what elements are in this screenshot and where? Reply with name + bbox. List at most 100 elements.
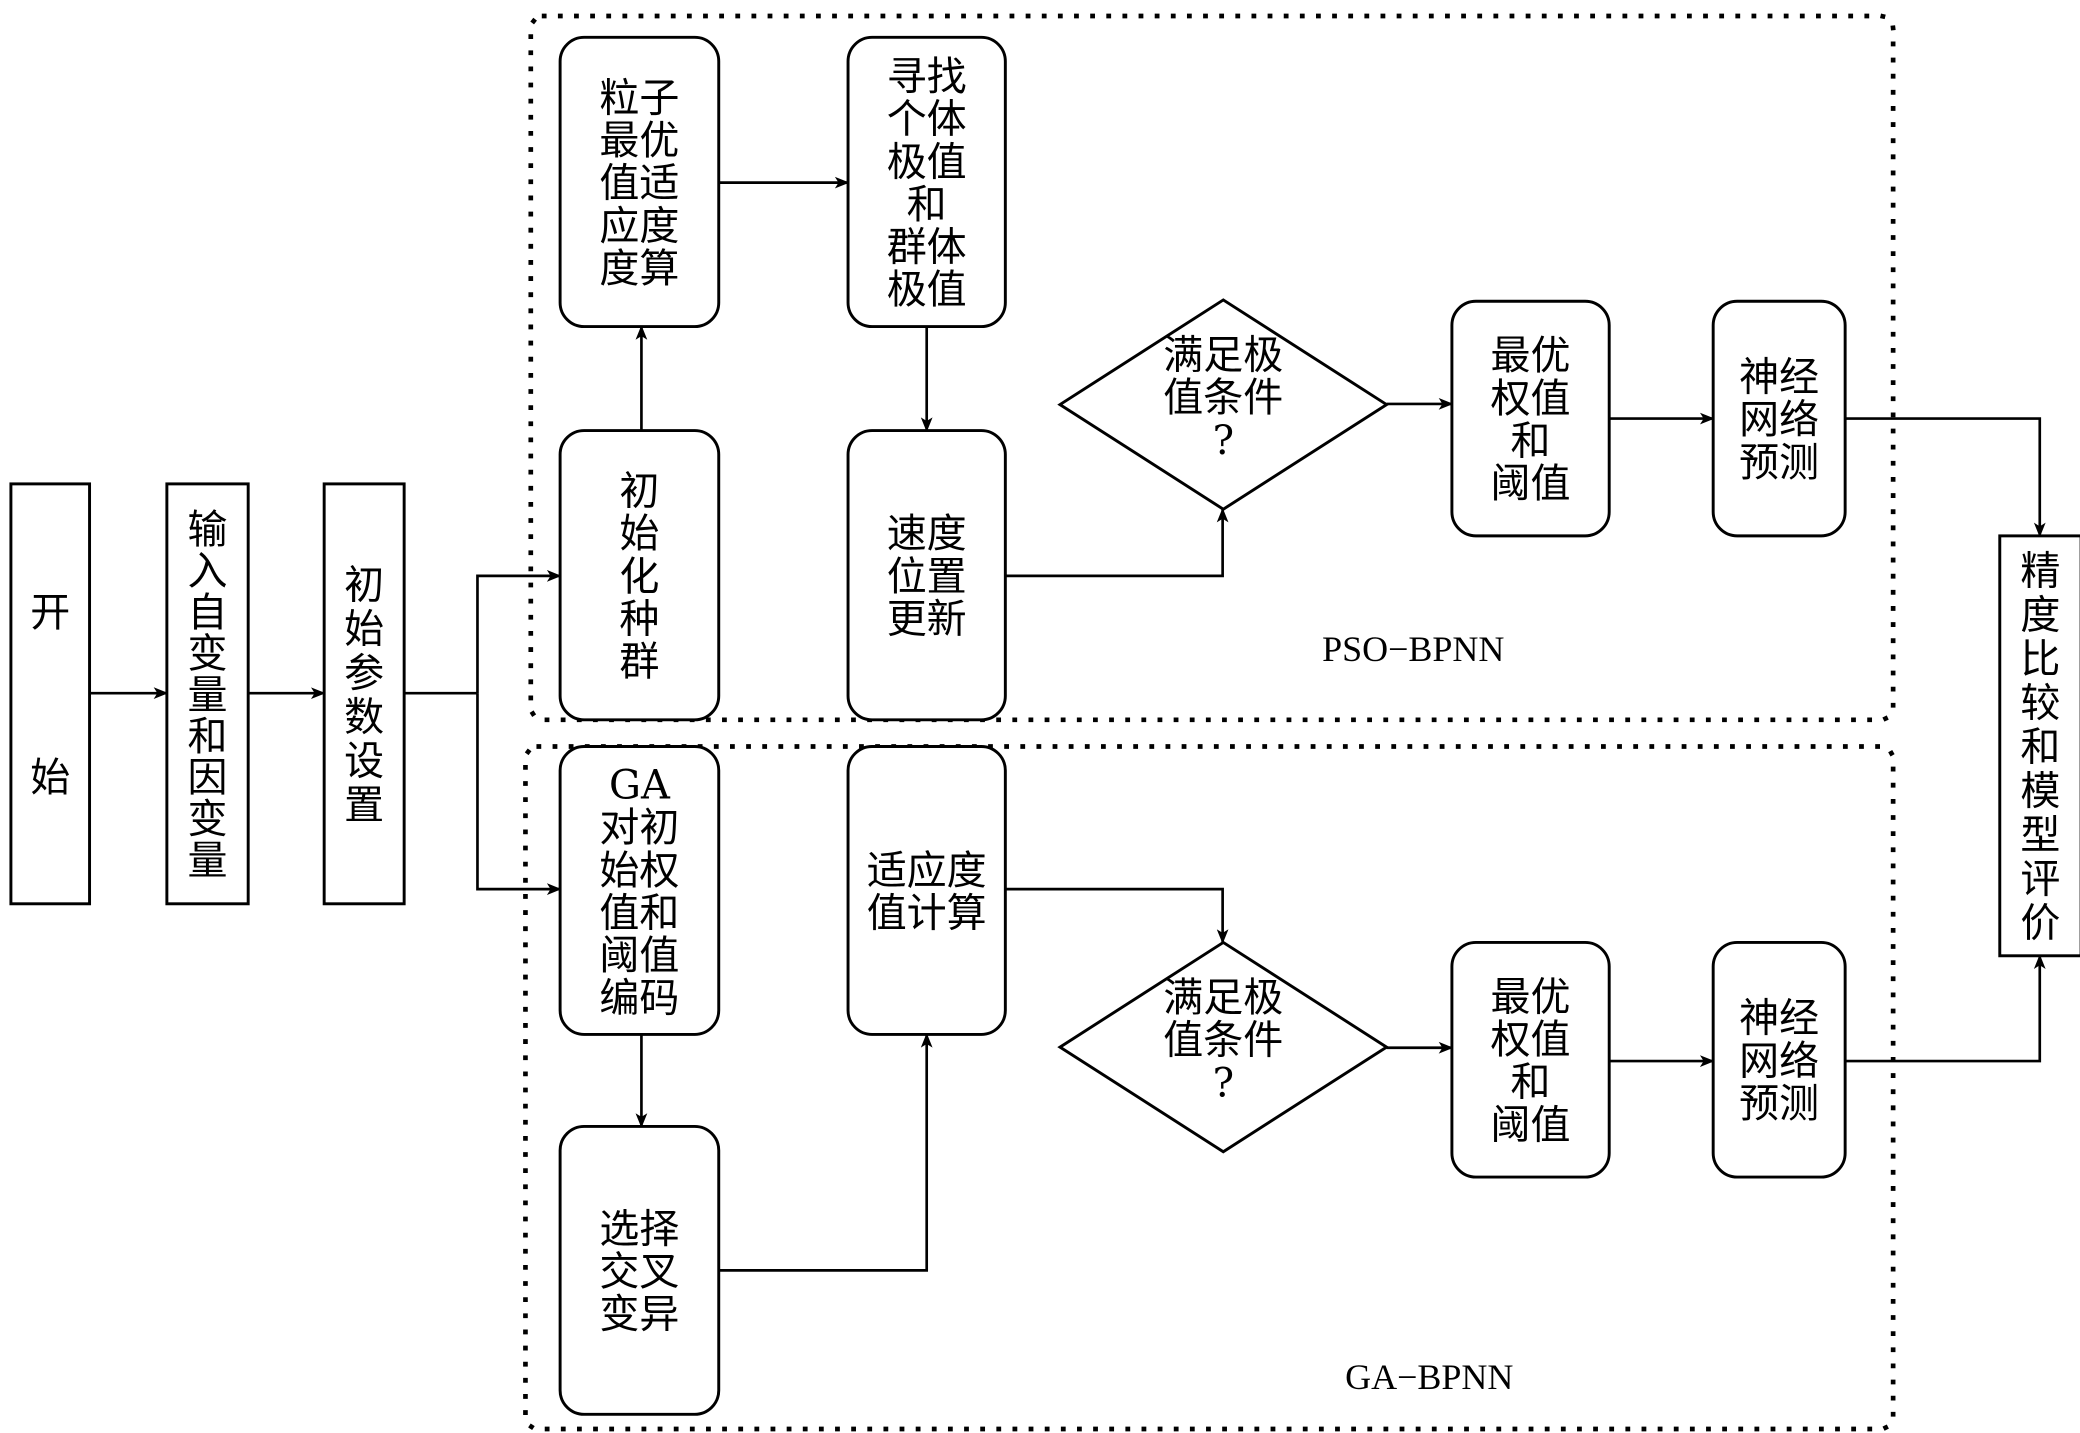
node-shape: [1057, 940, 1390, 1154]
node-label-line: 和: [188, 714, 228, 760]
node-label-line: 变: [188, 796, 228, 842]
node-label-line: 和: [2020, 724, 2060, 770]
node-label-line: 精: [2020, 549, 2060, 595]
node-label-line: 预测: [1739, 1081, 1819, 1127]
node-shape: [322, 482, 406, 906]
node-label-line: 满足极: [1163, 333, 1283, 379]
node-shape: [558, 745, 721, 1036]
node-label-line: 开: [30, 590, 70, 636]
node-label-line: 位置: [887, 554, 967, 600]
node-label-line: 入: [188, 549, 228, 595]
node-label-line: 权值: [1491, 376, 1571, 422]
node-label-line: 网络: [1739, 1038, 1819, 1084]
node-label-line: 预测: [1739, 440, 1819, 486]
node-label-line: 价: [2020, 900, 2060, 946]
edge-branch-to-pso-init: [476, 570, 562, 694]
node-label-line: 最优: [599, 118, 679, 164]
node-label-line: 阈值: [1491, 461, 1571, 507]
node-label-line: 交叉: [599, 1249, 679, 1295]
node-shape: [1711, 940, 1847, 1179]
node-label-line: 始: [30, 755, 70, 801]
node-label-line: 设: [344, 738, 384, 784]
node-label-line: 数: [344, 694, 384, 740]
edge-ga-predict-to-evaluate: [1845, 954, 2046, 1063]
node-label-line: 编码: [599, 976, 679, 1022]
node-shape: [1450, 299, 1611, 538]
node-label-line: 更新: [887, 597, 967, 643]
node-label-line: 寻找: [887, 54, 967, 100]
node-shape: [846, 35, 1007, 329]
node-label-line: 对初: [599, 805, 679, 851]
group-label-ga: GA−BPNN: [1345, 1357, 1513, 1397]
node-label-line: 评: [2020, 856, 2060, 902]
node-label-line: 自: [188, 590, 228, 636]
node-shape: [1057, 298, 1390, 511]
node-label-line: 最优: [1491, 333, 1571, 379]
node-label-line: 比: [2020, 637, 2060, 683]
nodes: 开始输入自变量和因变量初始参数设置初始化种群粒子最优值适应度度算寻找个体极值和群…: [9, 35, 2080, 1416]
node-label-line: 和: [907, 182, 947, 228]
edge-ga-ops-to-fitness: [718, 1032, 933, 1272]
node-label-line: 最优: [1491, 974, 1571, 1020]
node-shape: [1450, 940, 1611, 1179]
node-label-line: 极值: [887, 139, 967, 185]
node-label-line: 极值: [887, 267, 967, 313]
node-label-line: 个体: [887, 97, 967, 143]
node-label-line: 量: [188, 838, 228, 884]
group-frame-pso: [528, 13, 1896, 723]
node-label-line: 初: [619, 469, 659, 515]
node-label-line: 神经: [1739, 996, 1819, 1042]
node-label-line: 值计算: [867, 890, 987, 936]
node-label-line: 神经: [1739, 355, 1819, 401]
node-label-line: 因: [188, 755, 228, 801]
node-label-line: 置: [344, 782, 384, 828]
node-label-line: 值条件: [1163, 375, 1283, 421]
node-shape: [558, 35, 721, 329]
node-start: 开始: [9, 482, 92, 906]
node-label-line: ?: [1213, 1060, 1234, 1106]
edge-ga-fitness-to-decision: [1005, 887, 1229, 944]
node-label-line: 网络: [1739, 397, 1819, 443]
group-label-pso: PSO−BPNN: [1322, 629, 1504, 669]
node-label-line: 较: [2020, 680, 2060, 726]
node-label-line: 种: [619, 597, 659, 643]
node-label-line: 始: [344, 607, 384, 653]
node-label-line: 型: [2020, 812, 2060, 858]
node-label-line: 阈值: [1491, 1102, 1571, 1148]
node-shape: [165, 482, 250, 906]
node-label-line: GA: [609, 762, 671, 808]
node-shape: [846, 745, 1007, 1036]
node-label-line: ?: [1213, 418, 1234, 464]
node-shape: [1998, 534, 2080, 958]
node-label-line: 群体: [887, 225, 967, 271]
node-label-line: 化: [619, 554, 659, 600]
node-label-line: 度: [2020, 593, 2060, 639]
node-label-line: 阈值: [599, 933, 679, 979]
node-label-line: 输: [188, 507, 228, 553]
node-label-line: 和: [1511, 419, 1551, 465]
edge-branch-to-ga-encode: [476, 693, 562, 895]
node-label-line: 始: [619, 511, 659, 557]
node-label-line: 变异: [599, 1292, 679, 1338]
node-label-line: 初: [344, 563, 384, 609]
node-shape: [9, 482, 92, 906]
node-shape: [1711, 299, 1847, 538]
node-label-line: 值和: [599, 890, 679, 936]
node-label-line: 选择: [599, 1206, 679, 1252]
edge-pso-predict-to-evaluate: [1845, 417, 2046, 538]
node-label-line: 值条件: [1163, 1018, 1283, 1064]
node-label-line: 粒子: [599, 75, 679, 121]
node-label-line: 值适: [599, 161, 679, 207]
